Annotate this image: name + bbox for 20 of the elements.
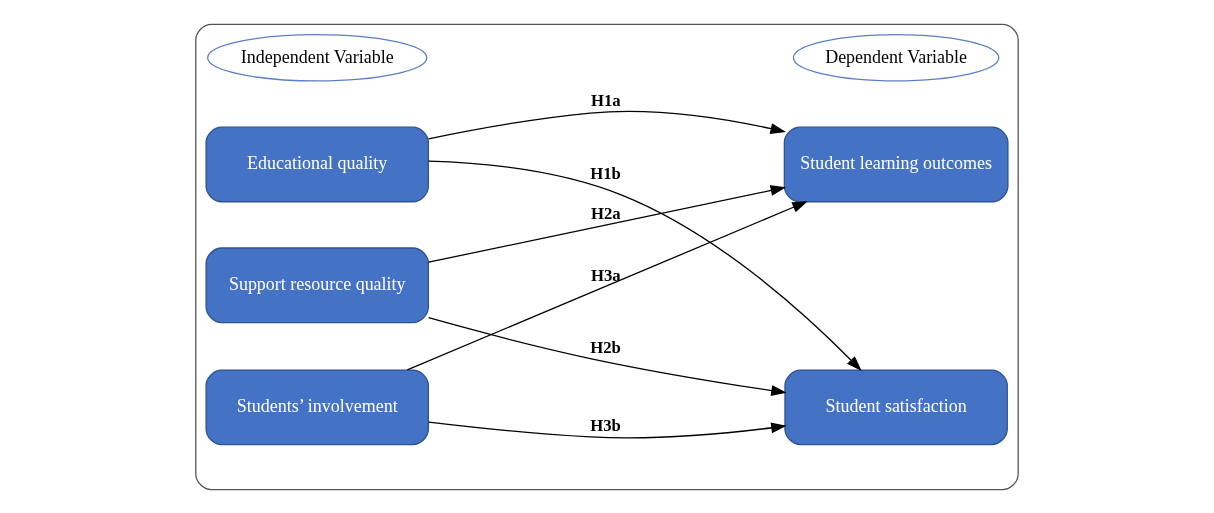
- edge-label: H2b: [590, 337, 621, 357]
- edge-label: H1a: [590, 90, 621, 110]
- node-ellipse: Independent Variable: [207, 33, 428, 82]
- edge-label: H3a: [590, 265, 621, 285]
- node-ellipse: Dependent Variable: [792, 33, 1000, 82]
- arrow: [427, 159, 862, 371]
- edge-label: H2a: [590, 203, 621, 223]
- node-box: Student learning outcomes: [783, 126, 1009, 202]
- edge-label: H1b: [590, 163, 621, 183]
- arrow: [427, 110, 786, 139]
- edge-label: H3b: [590, 415, 621, 435]
- arrow: [428, 316, 787, 396]
- arrow: [428, 420, 787, 438]
- arrow: [428, 184, 787, 263]
- node-box: Educational quality: [205, 126, 430, 202]
- cluster: [195, 23, 1019, 490]
- node-box: Support resource quality: [205, 246, 430, 323]
- node-box: Student satisfaction: [784, 368, 1008, 445]
- arrow: [406, 200, 808, 371]
- node-box: Students’ involvement: [205, 368, 430, 445]
